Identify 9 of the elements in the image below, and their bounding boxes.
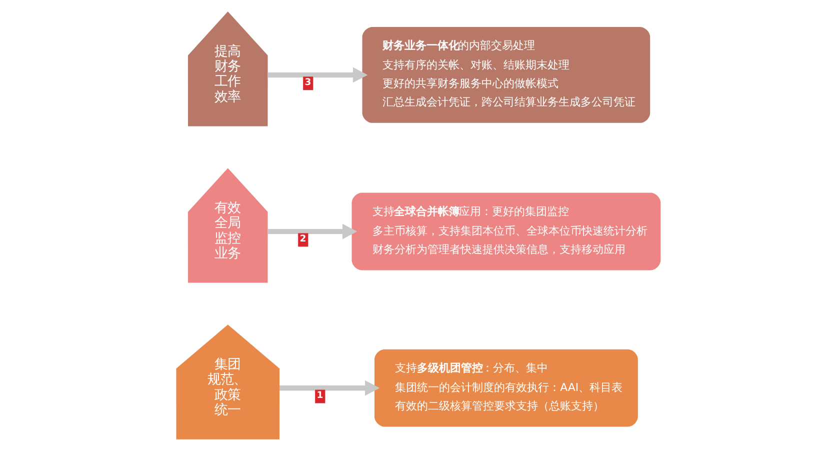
edge-label: 3 — [304, 76, 311, 88]
arrow — [267, 224, 357, 240]
arrow — [278, 380, 380, 396]
node-box: 财务业务一体化的内部交易处理 支持有序的关帐、对账、结账期末处理 更好的共享财务服务中心的做帐模式 汇总生成会计凭证，跨公司结算业务生成多公司凭证 — [362, 26, 650, 123]
edge-label: 1 — [316, 390, 323, 401]
node-box: 支持全球合并帐簿应用：更好的集团监控 多主币核算，支持集团本位币、全球本位币快速统计分析 财务分析为管理者快速提供决策信息，支持移动应用 — [351, 192, 660, 270]
node-box: 支持多级机团管控：分布、集中 集团统一的会计制度的有效执行：AAI、科目表 有效的二级核算管控要求支持（总账支持） — [374, 349, 638, 427]
edge-label: 2 — [299, 233, 306, 244]
arrow — [267, 67, 368, 83]
